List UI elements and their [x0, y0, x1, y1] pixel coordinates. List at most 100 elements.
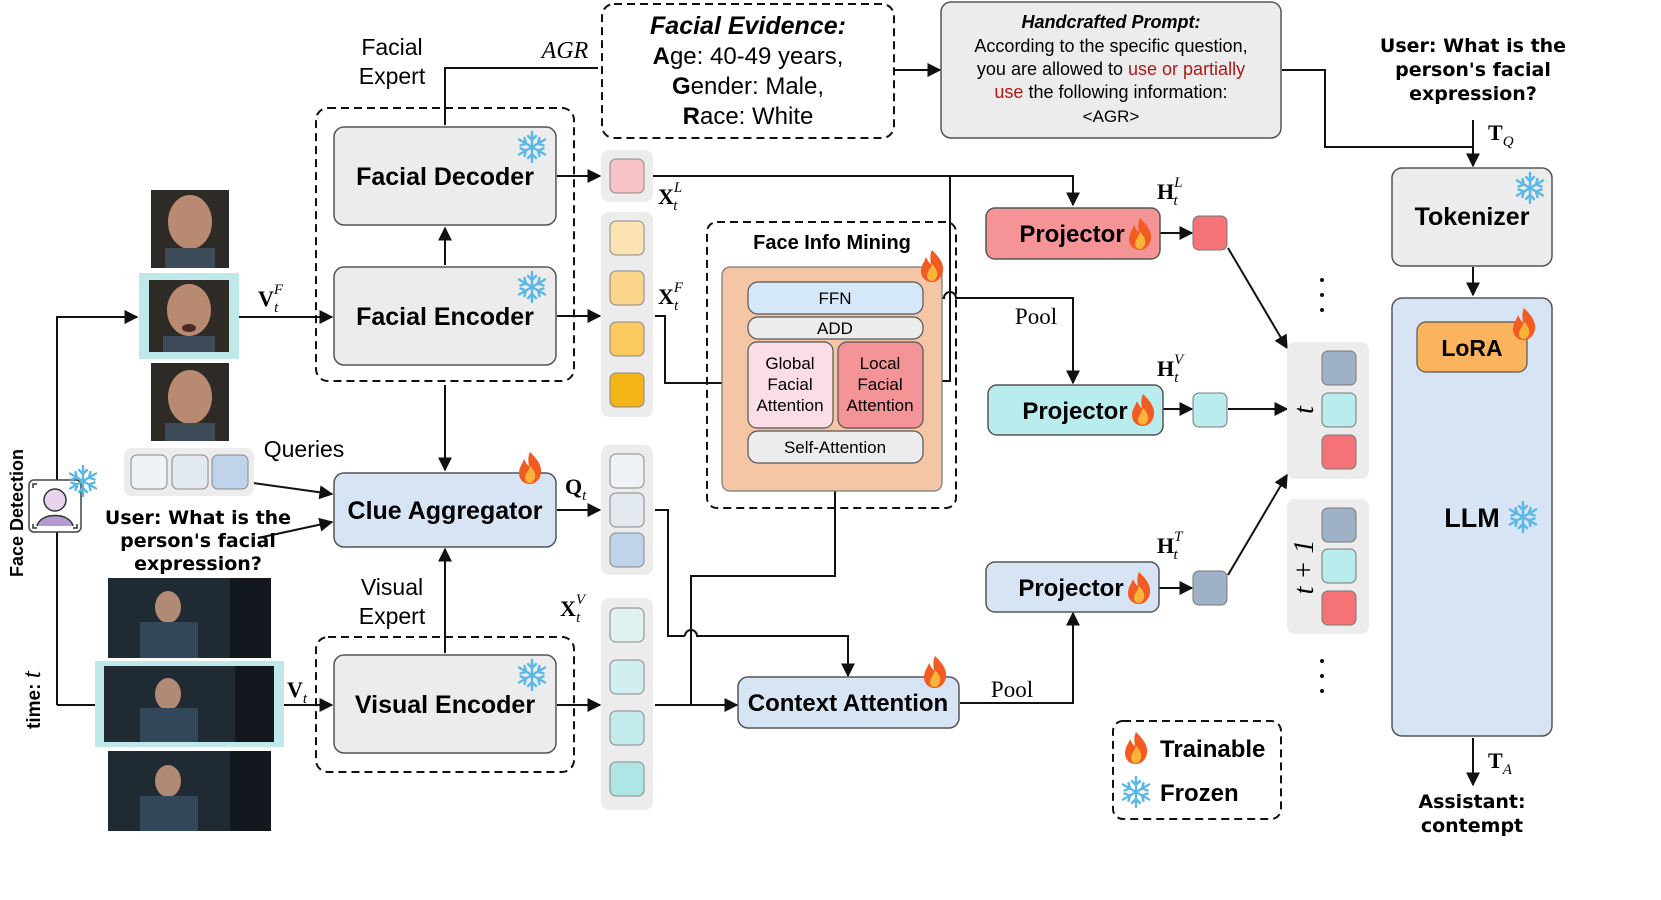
- queries-label: Queries: [264, 436, 345, 462]
- svg-text:person's facial: person's facial: [120, 530, 276, 552]
- tokenizer: Tokenizer: [1391, 167, 1553, 267]
- lora-block: LoRA: [1416, 308, 1536, 373]
- self-attention-block: Self-Attention: [747, 430, 924, 464]
- pool-bottom-label: Pool: [991, 677, 1033, 702]
- xl-token-stack: [601, 150, 653, 202]
- svg-text:contempt: contempt: [1421, 815, 1523, 837]
- prompt-line-4: <AGR>: [1083, 107, 1140, 126]
- ht-token: [1192, 570, 1228, 606]
- ffn-label: FFN: [818, 289, 851, 308]
- face-frame-2-selected: [139, 273, 239, 359]
- facial-expert-frame: [315, 107, 575, 382]
- ffn-block: FFN: [747, 281, 924, 315]
- handcrafted-prompt-box: Handcrafted Prompt: According to the spe…: [940, 1, 1282, 139]
- timestep-t1-label: t + 1: [1289, 540, 1320, 595]
- age-line: Age: 40-49 years,: [653, 43, 844, 70]
- facial-expert-label-2: Expert: [359, 63, 426, 89]
- add-block: ADD: [747, 316, 924, 340]
- projector-v: Projector: [987, 384, 1164, 436]
- svg-text:Local: Local: [860, 354, 901, 373]
- label-ta: TA: [1488, 748, 1513, 778]
- ellipsis-top: [1320, 278, 1324, 312]
- time-label: time: t: [17, 670, 46, 729]
- legend: Trainable Frozen: [1112, 720, 1282, 820]
- prompt-line-3: use the following information:: [994, 82, 1227, 102]
- xf-token-stack: [601, 212, 653, 417]
- legend-frozen: Frozen: [1160, 780, 1239, 807]
- visual-expert-frame: [315, 636, 575, 773]
- projector-l: Projector: [985, 207, 1161, 260]
- label-tq: TQ: [1488, 120, 1514, 150]
- projector-v-label: Projector: [1022, 398, 1127, 425]
- flame-icon: [519, 452, 542, 484]
- facial-encoder-label: Facial Encoder: [356, 303, 534, 331]
- flame-icon: [921, 250, 944, 282]
- visual-expert-label: Visual: [361, 574, 423, 600]
- projector-t: Projector: [985, 561, 1160, 613]
- svg-text:expression?: expression?: [134, 553, 262, 575]
- llm-label: LLM: [1444, 503, 1499, 533]
- xv-token-stack: [601, 598, 653, 810]
- svg-text:Assistant:: Assistant:: [1418, 791, 1525, 813]
- legend-trainable: Trainable: [1160, 736, 1265, 763]
- face-detection-label: Face Detection: [7, 449, 27, 577]
- svg-text:Attention: Attention: [846, 396, 913, 415]
- facial-decoder: Facial Decoder: [333, 126, 557, 226]
- timestep-t1-stack: t + 1: [1287, 499, 1369, 634]
- svg-text:User: What is the: User: What is the: [1380, 35, 1566, 57]
- clue-aggregator-label: Clue Aggregator: [348, 497, 543, 525]
- projector-l-label: Projector: [1019, 221, 1124, 248]
- facial-decoder-label: Facial Decoder: [356, 163, 534, 191]
- svg-text:Global: Global: [765, 354, 814, 373]
- face-frame-3: [151, 363, 229, 441]
- svg-text:Facial: Facial: [857, 375, 902, 394]
- connectors: [56, 63, 1480, 787]
- global-facial-attention: Global Facial Attention: [747, 341, 834, 429]
- prompt-line-2: you are allowed to use or partially: [977, 59, 1245, 79]
- timestep-t-stack: t: [1287, 342, 1369, 479]
- video-frame-2-selected: [95, 661, 284, 747]
- hl-token: [1192, 215, 1228, 251]
- facial-encoder: Facial Encoder: [333, 266, 557, 366]
- user-question-mid: User: What is the person's facial expres…: [105, 507, 291, 575]
- projector-t-label: Projector: [1018, 575, 1123, 602]
- agr-label: AGR: [540, 38, 589, 64]
- svg-text:User: What is the: User: What is the: [105, 507, 291, 529]
- clue-aggregator: Clue Aggregator: [333, 452, 557, 548]
- race-line: Race: White: [683, 103, 814, 130]
- query-tokens: [124, 448, 254, 496]
- video-frame-3: [108, 751, 271, 831]
- timestep-t-label: t: [1289, 405, 1320, 414]
- context-attention: Context Attention: [737, 656, 960, 729]
- facial-expert-label: Facial: [361, 34, 422, 60]
- visual-encoder: Visual Encoder: [333, 654, 557, 754]
- gender-line: Gender: Male,: [672, 73, 824, 100]
- facial-evidence-title: Facial Evidence:: [650, 12, 846, 40]
- face-frame-1: [151, 190, 229, 268]
- user-question-top: User: What is the person's facial expres…: [1380, 35, 1566, 105]
- hv-token: [1192, 392, 1228, 428]
- visual-expert-label-2: Expert: [359, 603, 426, 629]
- add-label: ADD: [817, 319, 853, 338]
- face-info-mining-title: Face Info Mining: [753, 232, 911, 254]
- svg-text:Facial: Facial: [767, 375, 812, 394]
- ellipsis-bottom: [1320, 659, 1324, 693]
- llm: LoRA LLM: [1391, 297, 1553, 737]
- local-facial-attention: Local Facial Attention: [837, 341, 924, 429]
- q-token-stack: [601, 445, 653, 575]
- prompt-line-1: According to the specific question,: [974, 36, 1247, 56]
- pool-top-label: Pool: [1015, 304, 1057, 329]
- facial-evidence-box: Facial Evidence: Age: 40-49 years, Gende…: [601, 3, 895, 139]
- tokenizer-label: Tokenizer: [1415, 203, 1530, 231]
- visual-encoder-label: Visual Encoder: [355, 691, 535, 719]
- svg-text:person's facial: person's facial: [1395, 59, 1551, 81]
- flame-icon: [924, 656, 947, 688]
